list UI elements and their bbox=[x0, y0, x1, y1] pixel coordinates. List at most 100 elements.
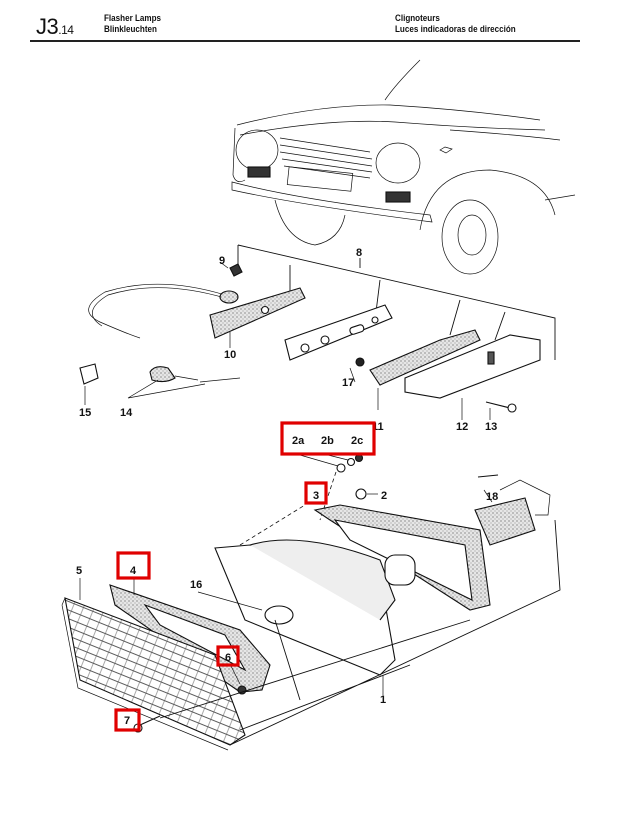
number-plate bbox=[286, 166, 354, 192]
section-code-main: J3 bbox=[36, 14, 59, 39]
connector-14 bbox=[149, 366, 176, 383]
wing-lines bbox=[449, 129, 576, 201]
side-repeater-on-car bbox=[439, 146, 453, 154]
repeater-lens-12 bbox=[404, 334, 541, 399]
body-left bbox=[232, 127, 246, 182]
housing-hole-1 bbox=[300, 343, 310, 353]
radiator-grille bbox=[279, 137, 373, 179]
wheel-arch bbox=[419, 169, 556, 231]
flasher-lamp-group bbox=[61, 453, 561, 751]
screw-13-head bbox=[507, 403, 517, 413]
callout-15: 15 bbox=[79, 407, 91, 419]
callout-3: 3 bbox=[313, 490, 319, 502]
leader-9 bbox=[219, 261, 229, 269]
callout-6: 6 bbox=[225, 652, 231, 664]
lens-slot bbox=[487, 351, 495, 365]
callout-11: 11 bbox=[372, 421, 384, 433]
screw-13 bbox=[485, 401, 511, 409]
callout-7: 7 bbox=[124, 715, 130, 727]
callout-2: 2 bbox=[381, 490, 387, 502]
title-left: Flasher Lamps Blinkleuchten bbox=[104, 13, 161, 35]
holder-18-plug bbox=[477, 474, 499, 478]
callout-2b: 2b bbox=[321, 435, 334, 447]
car-front-illustration bbox=[231, 59, 576, 275]
lamp-reflector-top bbox=[249, 539, 396, 621]
callout-labels: 1 2 2a 2b 2c 3 4 5 6 7 8 9 10 11 12 13 1… bbox=[76, 247, 498, 727]
housing-hole-2 bbox=[320, 335, 330, 345]
housing-hole-3 bbox=[371, 316, 379, 324]
callout-12: 12 bbox=[456, 421, 468, 433]
callout-8: 8 bbox=[356, 247, 362, 259]
cable-loom-inner bbox=[92, 287, 226, 327]
bulb-holder-18 bbox=[474, 497, 536, 546]
callout-2c: 2c bbox=[351, 435, 363, 447]
cable-loom bbox=[88, 283, 226, 339]
header-rule bbox=[30, 40, 580, 42]
callout-2a: 2a bbox=[292, 435, 305, 447]
flasher-lamp-right-on-car bbox=[385, 191, 411, 203]
gasket-hole bbox=[260, 305, 270, 315]
lamp-socket bbox=[384, 554, 416, 586]
callout-9: 9 bbox=[219, 255, 225, 267]
nut-2 bbox=[355, 488, 367, 500]
highlight-box-4 bbox=[116, 551, 151, 580]
gasket-10 bbox=[209, 287, 306, 339]
bulb-17 bbox=[349, 324, 365, 335]
bonnet-edge bbox=[239, 120, 546, 136]
callout-14: 14 bbox=[120, 407, 133, 419]
callout-16: 16 bbox=[190, 579, 202, 591]
wheel-left-hint bbox=[274, 199, 346, 246]
title-german: Blinkleuchten bbox=[104, 24, 157, 35]
callout-17: 17 bbox=[342, 377, 354, 389]
nut-6 bbox=[237, 685, 247, 695]
title-french: Clignoteurs bbox=[395, 13, 440, 24]
title-english: Flasher Lamps bbox=[104, 13, 162, 24]
highlight-box-2abc bbox=[280, 421, 376, 456]
callout-5: 5 bbox=[76, 565, 82, 577]
hub-cap bbox=[457, 214, 487, 256]
side-repeater-group bbox=[79, 244, 556, 420]
repeater-housing bbox=[284, 304, 393, 361]
washer-2a bbox=[336, 463, 346, 473]
leader-17 bbox=[349, 367, 356, 383]
nut-17-washer bbox=[355, 357, 365, 367]
lens-5 bbox=[64, 597, 246, 746]
front-bumper bbox=[231, 181, 433, 223]
holder-18-wire bbox=[499, 479, 551, 516]
assembly-line-bulb bbox=[274, 619, 301, 701]
lens-5-edge bbox=[61, 597, 229, 751]
gasket-4-window bbox=[143, 603, 247, 672]
section-code-sub: .14 bbox=[58, 23, 74, 37]
gasket-11 bbox=[369, 329, 481, 386]
washer-2b bbox=[346, 457, 356, 467]
windscreen-pillar bbox=[384, 59, 421, 101]
bonnet-line bbox=[236, 104, 541, 126]
callout-1: 1 bbox=[380, 694, 386, 706]
callout-10: 10 bbox=[224, 349, 236, 361]
screw-7 bbox=[139, 715, 161, 726]
callout-18: 18 bbox=[486, 491, 498, 503]
leader-8-drops bbox=[289, 265, 506, 341]
harness-14 bbox=[174, 375, 241, 383]
headlamp-right bbox=[375, 142, 421, 184]
leader-8-frame bbox=[237, 244, 556, 360]
leader-16 bbox=[197, 591, 263, 611]
headlamp-left bbox=[235, 129, 279, 171]
front-wheel bbox=[441, 199, 499, 275]
clip-15 bbox=[79, 363, 99, 385]
highlight-box-3 bbox=[304, 481, 328, 505]
dash-line-3 bbox=[239, 504, 306, 546]
assembly-lines bbox=[159, 519, 561, 746]
title-spanish: Luces indicadoras de dirección bbox=[395, 24, 516, 35]
callout-4: 4 bbox=[130, 565, 137, 577]
highlight-box-6 bbox=[216, 645, 240, 667]
bulb-holder-rubber bbox=[219, 290, 239, 304]
highlight-box-7 bbox=[114, 708, 141, 732]
title-right: Clignoteurs Luces indicadoras de direcci… bbox=[395, 13, 516, 35]
bulb-16 bbox=[264, 605, 294, 625]
clip-9 bbox=[229, 263, 243, 277]
leader-14 bbox=[127, 379, 206, 399]
leader-6 bbox=[229, 663, 241, 685]
flasher-lamp-left-on-car bbox=[247, 166, 271, 178]
